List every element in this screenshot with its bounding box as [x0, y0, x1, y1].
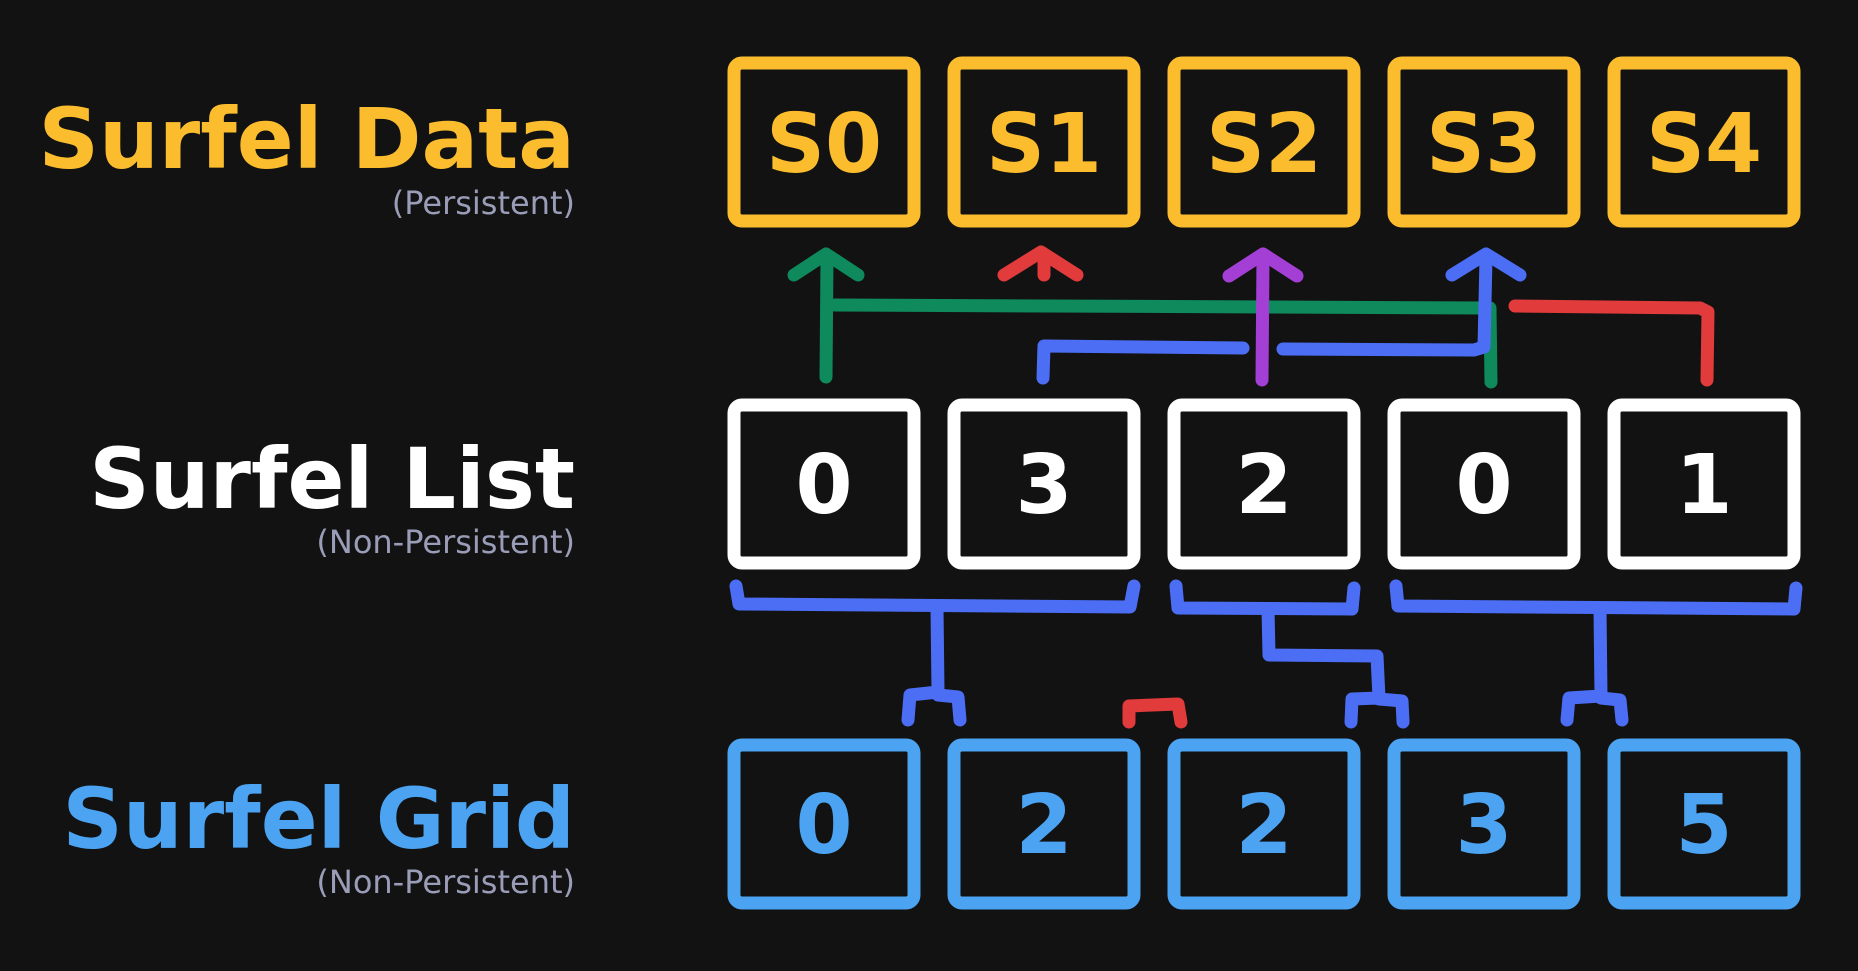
label-surfel-grid: Surfel Grid (Non-Persistent) [62, 770, 575, 901]
surfel-data-cell-label: S1 [986, 97, 1102, 192]
surfel-grid-cell-label: 5 [1675, 778, 1732, 873]
surfel-data-cell-label: S4 [1646, 97, 1762, 192]
surfel-list-cell-box [1387, 398, 1581, 570]
surfel-list-cell: 0 [727, 398, 921, 570]
surfel-grid-cell: 5 [1607, 738, 1801, 910]
connector-blue-line [1036, 251, 1493, 385]
surfel-grid-cell-label: 2 [1015, 778, 1072, 873]
surfel-grid-row: 0 2 2 3 5 [727, 738, 1801, 910]
surfel-grid-cell-box [727, 738, 921, 910]
surfel-data-cell-label: S3 [1426, 97, 1542, 192]
connector-purple-arrowhead [1222, 247, 1304, 283]
connector-green-line [819, 251, 1498, 389]
surfel-data-cell: S3 [1387, 56, 1581, 228]
grid-to-list-connectors [729, 579, 1803, 729]
surfel-grid-cell-box [1387, 738, 1581, 910]
connector-red-line [1508, 299, 1715, 387]
range-link-0 [901, 600, 967, 727]
surfel-data-cell-label: S0 [766, 97, 882, 192]
surfel-grid-cell-box [1167, 738, 1361, 910]
surfel-grid-cell: 2 [947, 738, 1141, 910]
surfel-data-cell-box [1607, 56, 1801, 228]
surfel-data-cell-box [727, 56, 921, 228]
row-title-surfel-list: Surfel List [89, 430, 575, 528]
surfel-grid-cell: 3 [1387, 738, 1581, 910]
surfel-data-cell-label: S2 [1206, 97, 1322, 192]
surfel-data-cell-box [1387, 56, 1581, 228]
row-subtitle-surfel-data: (Persistent) [392, 184, 575, 222]
range-empty-link [1122, 697, 1188, 729]
surfel-list-cell-box [1607, 398, 1801, 570]
range-link-2 [1560, 602, 1629, 727]
connector-purple-line [1255, 251, 1270, 387]
surfel-list-cell-label: 0 [1455, 438, 1512, 533]
surfel-list-cell: 3 [947, 398, 1141, 570]
surfel-data-cell: S2 [1167, 56, 1361, 228]
surfel-list-cell-box [947, 398, 1141, 570]
range-link-1 [1261, 602, 1410, 729]
surfel-data-cell: S1 [947, 56, 1141, 228]
surfel-list-cell-label: 3 [1015, 438, 1072, 533]
surfel-grid-cell: 0 [727, 738, 921, 910]
surfel-list-cell: 0 [1387, 398, 1581, 570]
surfel-list-cell: 2 [1167, 398, 1361, 570]
list-to-data-connectors [787, 245, 1715, 389]
surfel-grid-cell-label: 3 [1455, 778, 1512, 873]
row-title-surfel-data: Surfel Data [38, 90, 575, 188]
row-subtitle-surfel-grid: (Non-Persistent) [316, 863, 575, 901]
surfel-list-cell-label: 1 [1675, 438, 1732, 533]
surfel-list-cell-label: 2 [1235, 438, 1292, 533]
surfel-list-cell-box [727, 398, 921, 570]
surfel-data-cell: S0 [727, 56, 921, 228]
surfel-data-cell-box [947, 56, 1141, 228]
surfel-grid-cell: 2 [1167, 738, 1361, 910]
connector-green-arrowhead [787, 247, 865, 282]
surfel-data-cell-box [1167, 56, 1361, 228]
row-subtitle-surfel-list: (Non-Persistent) [316, 523, 575, 561]
surfel-grid-cell-box [1607, 738, 1801, 910]
surfel-grid-cell-box [947, 738, 1141, 910]
surfel-list-cell-label: 0 [795, 438, 852, 533]
surfel-data-cell: S4 [1607, 56, 1801, 228]
label-surfel-list: Surfel List (Non-Persistent) [89, 430, 575, 561]
surfel-grid-cell-label: 2 [1235, 778, 1292, 873]
surfel-grid-cell-label: 0 [795, 778, 852, 873]
surfel-data-row: S0 S1 S2 S3 S4 [727, 56, 1801, 228]
surfel-list-cell-box [1167, 398, 1361, 570]
row-title-surfel-grid: Surfel Grid [62, 770, 575, 868]
connector-blue-arrowhead [1445, 247, 1527, 282]
surfel-list-cell: 1 [1607, 398, 1801, 570]
surfel-list-row: 0 3 2 0 1 [727, 398, 1801, 570]
connector-red-arrowhead [997, 245, 1084, 282]
label-surfel-data: Surfel Data (Persistent) [38, 90, 575, 222]
